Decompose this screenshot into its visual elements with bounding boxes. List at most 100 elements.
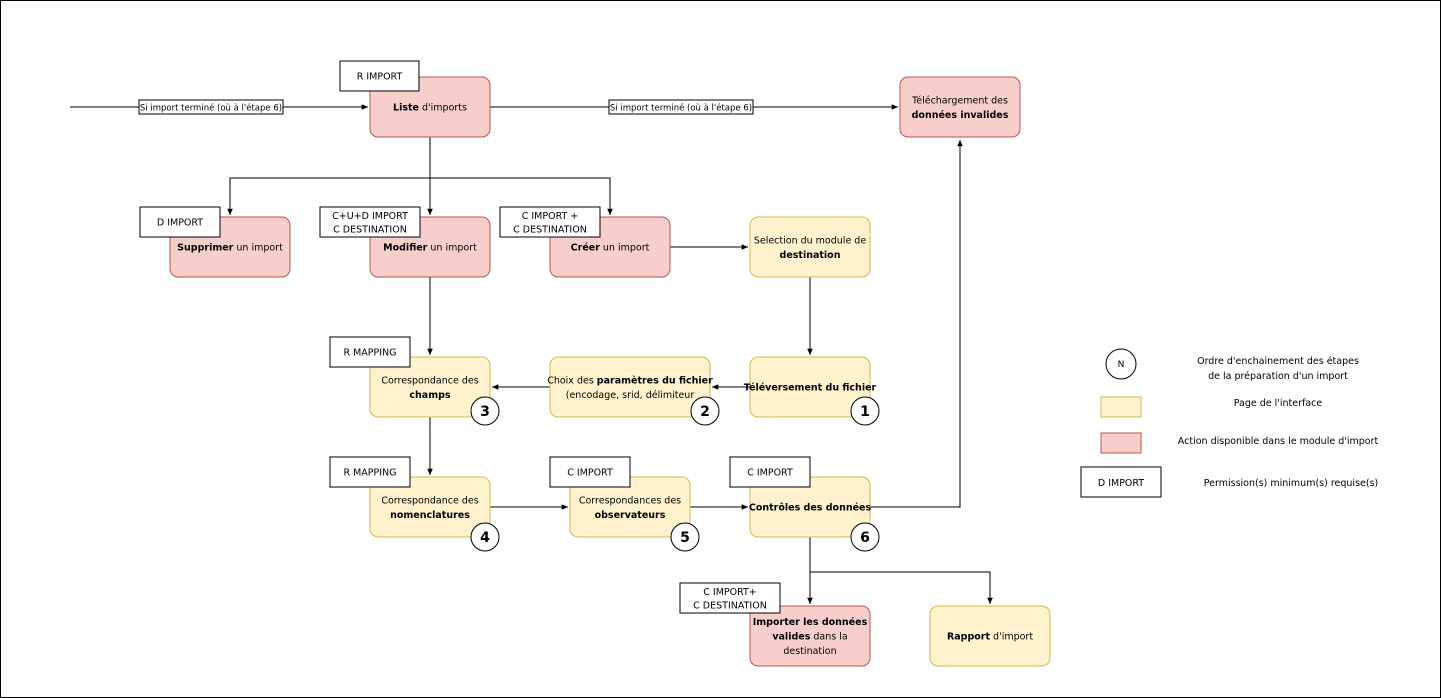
node-rapport-text-1-2: d'import bbox=[990, 632, 1033, 643]
edge-label-to-download-text: Si import terminé (où à l'étape 6) bbox=[610, 103, 752, 114]
node-observateurs-text-1-1: Correspondances des bbox=[579, 495, 681, 506]
permission-nomenclatures-text-1: R MAPPING bbox=[343, 468, 396, 479]
node-selection-text-1-1: Selection du module de bbox=[754, 235, 867, 246]
node-importer-text-3-1: destination bbox=[783, 646, 836, 657]
permission-creer: C IMPORT +C DESTINATION bbox=[499, 206, 601, 238]
step-champs-circle bbox=[470, 396, 500, 426]
node-televersement-box bbox=[749, 356, 871, 418]
node-modifier-text-1-1: Modifier bbox=[383, 243, 428, 254]
node-selection: Selection du module de destination bbox=[749, 216, 871, 278]
node-importer-text-2-1: valides bbox=[772, 632, 810, 643]
permission-controles-box bbox=[729, 456, 811, 488]
node-selection-line-1: Selection du module de bbox=[754, 235, 867, 246]
step-champs: 3 bbox=[470, 396, 500, 426]
step-champs-number: 3 bbox=[480, 404, 490, 420]
permission-modifier-text-2: C DESTINATION bbox=[333, 224, 407, 235]
permission-modifier-box bbox=[319, 206, 421, 238]
permission-observateurs: C IMPORT bbox=[549, 456, 631, 488]
step-nomenclatures-circle bbox=[470, 522, 500, 552]
permission-importer-box bbox=[679, 582, 781, 614]
permission-champs: R MAPPING bbox=[329, 336, 411, 368]
edge-label-entry-text: Si import terminé (où à l'étape 6) bbox=[140, 103, 282, 114]
legend-permission-text: Permission(s) minimum(s) requise(s) bbox=[1204, 478, 1378, 489]
node-modifier-line-1: Modifier un import bbox=[383, 243, 477, 254]
permission-observateurs-box bbox=[549, 456, 631, 488]
node-liste-box bbox=[369, 76, 491, 138]
node-nomenclatures-box bbox=[369, 476, 491, 538]
node-selection-text-2-1: destination bbox=[780, 250, 841, 261]
node-liste: Liste d'imports bbox=[369, 76, 491, 138]
node-rapport: Rapport d'import bbox=[929, 605, 1051, 667]
node-parametres-text-1-1: Choix des bbox=[547, 375, 597, 386]
permission-champs-box bbox=[329, 336, 411, 368]
permission-champs-text-1: R MAPPING bbox=[343, 348, 396, 359]
node-nomenclatures-line-1: Correspondance des bbox=[381, 495, 478, 506]
node-supprimer-line-1: Supprimer un import bbox=[177, 243, 283, 254]
node-creer-text-1-1: Créer bbox=[571, 243, 601, 254]
node-liste-text-1-2: d'imports bbox=[419, 103, 467, 114]
legend-action-swatch bbox=[1100, 432, 1142, 454]
node-telechargement-text-2-1: données invalides bbox=[912, 110, 1009, 121]
node-champs: Correspondance des champs bbox=[369, 356, 491, 418]
node-parametres-line-1: Choix des paramètres du fichier bbox=[547, 375, 713, 386]
edge-controles-to-rapport bbox=[810, 571, 993, 604]
permission-liste-box bbox=[339, 60, 420, 92]
step-observateurs-number: 5 bbox=[680, 530, 690, 546]
node-champs-text-2-1: champs bbox=[409, 390, 451, 401]
node-parametres-text-1-2: paramètres du fichier bbox=[597, 375, 713, 386]
node-nomenclatures-line-2: nomenclatures bbox=[390, 510, 470, 521]
node-champs-text-1-1: Correspondance des bbox=[381, 375, 478, 386]
permission-liste: R IMPORT bbox=[339, 60, 420, 92]
step-televersement-number: 1 bbox=[860, 404, 870, 420]
permission-controles: C IMPORT bbox=[729, 456, 811, 488]
permission-liste-text-1: R IMPORT bbox=[357, 72, 403, 83]
node-rapport-text-1-1: Rapport bbox=[947, 632, 991, 643]
node-telechargement-line-1: Téléchargement des bbox=[911, 95, 1008, 106]
node-importer-line-2: valides dans la bbox=[772, 632, 847, 643]
node-nomenclatures: Correspondance des nomenclatures bbox=[369, 476, 491, 538]
permission-nomenclatures: R MAPPING bbox=[329, 456, 411, 488]
edge-liste-to-creer bbox=[430, 177, 613, 215]
node-televersement: Téléversement du fichier bbox=[744, 356, 877, 418]
node-rapport-line-1: Rapport d'import bbox=[947, 632, 1033, 643]
permission-creer-text-1: C IMPORT + bbox=[522, 211, 579, 222]
node-creer-text-1-2: un import bbox=[600, 243, 650, 254]
edge-label-to-download: Si import terminé (où à l'étape 6) bbox=[608, 99, 754, 115]
step-parametres-circle bbox=[690, 396, 720, 426]
node-telechargement-line-2: données invalides bbox=[912, 110, 1009, 121]
node-selection-line-2: destination bbox=[780, 250, 841, 261]
node-selection-box bbox=[749, 216, 871, 278]
edges bbox=[70, 104, 993, 604]
node-nomenclatures-text-2-1: nomenclatures bbox=[390, 510, 470, 521]
permission-controles-text-1: C IMPORT bbox=[747, 468, 793, 479]
step-observateurs: 5 bbox=[670, 522, 700, 552]
node-champs-box bbox=[369, 356, 491, 418]
node-telechargement-text-1-1: Téléchargement des bbox=[911, 95, 1008, 106]
step-nomenclatures: 4 bbox=[470, 522, 500, 552]
node-parametres-box bbox=[549, 356, 711, 418]
edge-controles-to-telechargement bbox=[870, 140, 963, 508]
permission-importer-text-1: C IMPORT+ bbox=[703, 587, 757, 598]
permission-importer: C IMPORT+ C DESTINATION bbox=[679, 582, 781, 614]
node-parametres: Choix des paramètres du fichier (encodage… bbox=[547, 356, 713, 418]
node-importer-line-1: Importer les données bbox=[753, 617, 868, 628]
node-parametres-text-2-1: (encodage, srid, délimiteur bbox=[566, 390, 695, 401]
node-observateurs-line-1: Correspondances des bbox=[579, 495, 681, 506]
step-televersement-circle bbox=[850, 396, 880, 426]
legend-step-circle bbox=[1105, 348, 1137, 380]
node-telechargement-box bbox=[899, 76, 1021, 138]
step-televersement: 1 bbox=[850, 396, 880, 426]
legend-step-text-line2: de la préparation d'un import bbox=[1208, 371, 1348, 382]
node-rapport-box bbox=[929, 605, 1051, 667]
legend-step-symbol: N bbox=[1118, 360, 1125, 370]
permission-importer-text-2: C DESTINATION bbox=[693, 600, 767, 611]
node-importer-box bbox=[749, 605, 871, 667]
edge-liste-to-supprimer bbox=[227, 177, 430, 215]
node-televersement-text-1-1: Téléversement du fichier bbox=[744, 383, 877, 394]
node-importer-text-2-2: dans la bbox=[810, 632, 847, 643]
node-champs-line-2: champs bbox=[409, 390, 451, 401]
